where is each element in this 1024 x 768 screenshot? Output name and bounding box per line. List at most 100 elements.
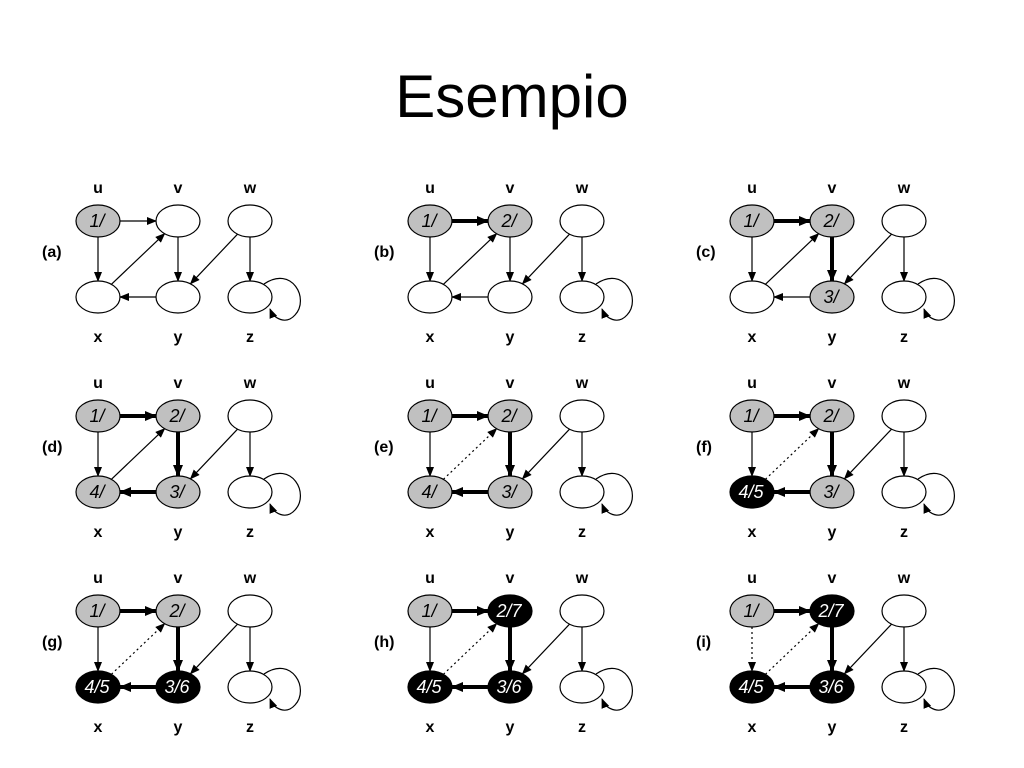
vertex-name-y: y [828,524,837,541]
edge-x-v [764,623,820,675]
edge-w-y [189,233,238,285]
vertex-x [729,670,775,704]
vertex-name-z: z [578,329,586,346]
edge-z-z [917,472,955,516]
vertex-times-u: 1/ [89,601,106,621]
vertex-times-u: 1/ [421,601,438,621]
vertex-z [227,475,273,509]
vertex-times-x: 4/5 [84,677,110,697]
vertex-name-y: y [506,524,515,541]
vertex-name-x: x [426,329,435,346]
vertex-u [75,204,121,238]
vertex-name-w: w [575,180,589,197]
vertex-name-z: z [246,329,254,346]
edge-w-y [189,428,238,480]
edge-x-v [110,233,166,285]
vertex-y [155,280,201,314]
vertex-name-u: u [425,570,435,587]
vertex-w [227,399,273,433]
vertex-name-w: w [243,570,257,587]
vertex-times-y: 3/ [823,482,840,502]
edge-x-v [110,428,166,480]
vertex-name-y: y [506,719,515,736]
vertex-z [227,280,273,314]
vertex-name-w: w [575,570,589,587]
vertex-name-w: w [897,375,911,392]
vertex-times-v: 2/ [168,601,186,621]
vertex-y [487,670,533,704]
vertex-name-x: x [748,329,757,346]
panel-label: (e) [374,439,394,456]
vertex-v [155,594,201,628]
vertex-u [75,594,121,628]
vertex-w [227,204,273,238]
vertex-name-v: v [506,180,515,197]
panel-label: (d) [42,439,62,456]
vertex-z [881,475,927,509]
vertex-name-v: v [506,570,515,587]
vertex-times-y: 3/6 [164,677,190,697]
vertex-name-z: z [900,524,908,541]
edge-x-v [764,233,820,285]
vertex-name-z: z [578,524,586,541]
vertex-z [881,670,927,704]
vertex-u [729,204,775,238]
vertex-name-y: y [828,719,837,736]
vertex-w [559,399,605,433]
vertex-name-v: v [174,570,183,587]
vertex-times-y: 3/ [823,287,840,307]
vertex-name-x: x [426,719,435,736]
vertex-u [729,399,775,433]
edge-z-z [263,277,301,321]
vertex-y [809,280,855,314]
edge-w-y [843,233,892,285]
vertex-x [407,475,453,509]
vertex-x [407,670,453,704]
vertex-name-u: u [747,375,757,392]
vertex-times-x: 4/5 [738,677,764,697]
panel-label: (f) [696,439,712,456]
edge-w-y [521,623,570,675]
vertex-v [809,399,855,433]
edge-x-v [442,428,498,480]
vertex-v [809,594,855,628]
vertex-times-u: 1/ [421,211,438,231]
vertex-y [809,475,855,509]
vertex-name-w: w [897,180,911,197]
vertex-u [407,399,453,433]
vertex-z [559,475,605,509]
vertex-x [75,670,121,704]
vertex-times-y: 3/ [169,482,186,502]
vertex-name-v: v [828,375,837,392]
vertex-name-x: x [748,719,757,736]
vertex-name-y: y [828,329,837,346]
vertex-times-y: 3/6 [496,677,522,697]
vertex-times-v: 2/ [500,211,518,231]
vertex-times-y: 3/ [501,482,518,502]
vertex-x [75,475,121,509]
vertex-name-u: u [93,375,103,392]
vertex-name-v: v [506,375,515,392]
edge-z-z [595,472,633,516]
vertex-v [155,204,201,238]
vertex-times-x: 4/5 [738,482,764,502]
vertex-x [729,280,775,314]
edge-x-v [442,233,498,285]
vertex-name-v: v [828,180,837,197]
edge-z-z [263,472,301,516]
edge-z-z [595,667,633,711]
vertex-name-x: x [748,524,757,541]
vertex-x [729,475,775,509]
vertex-times-u: 1/ [89,406,106,426]
vertex-x [75,280,121,314]
vertex-v [809,204,855,238]
edge-w-y [189,623,238,675]
vertex-w [559,594,605,628]
vertex-name-v: v [828,570,837,587]
edge-z-z [263,667,301,711]
vertex-times-v: 2/ [168,406,186,426]
